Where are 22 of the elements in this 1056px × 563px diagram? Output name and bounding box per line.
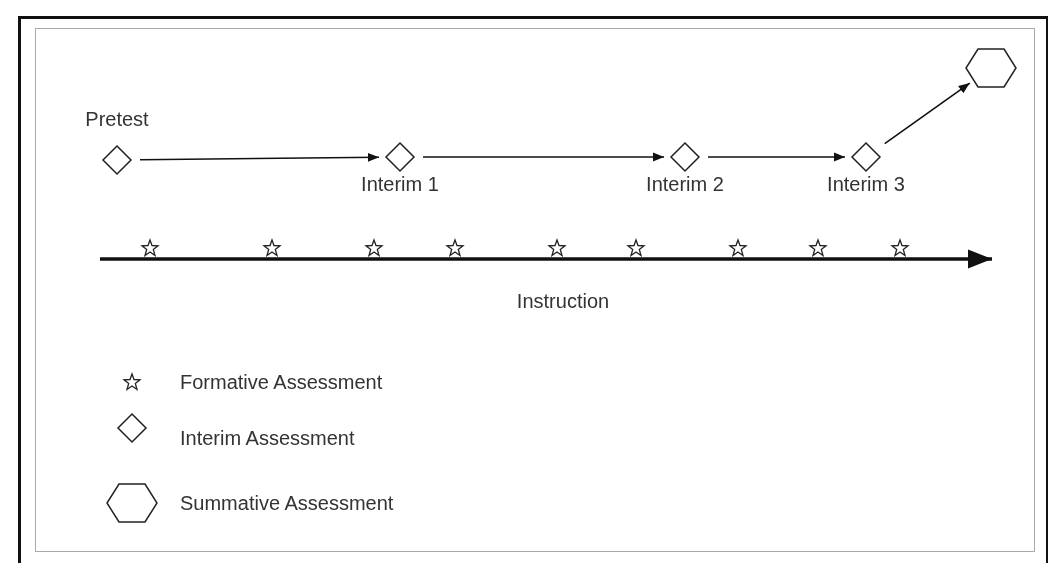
star-icon <box>627 239 645 257</box>
arrow <box>422 152 665 162</box>
axis-label: Instruction <box>515 289 611 313</box>
star-icon <box>446 239 464 257</box>
node-label: Pretest <box>85 107 149 131</box>
node-label: Interim 3 <box>827 172 905 196</box>
node-label: Interim 2 <box>646 172 724 196</box>
node-label: Interim 1 <box>361 172 439 196</box>
legend-label: Formative Assessment <box>180 370 383 394</box>
star-icon <box>729 239 747 257</box>
arrow <box>707 152 846 162</box>
legend-label: Interim Assessment <box>180 426 355 450</box>
star-icon <box>141 239 159 257</box>
legend-label: Summative Assessment <box>180 491 394 515</box>
star-icon <box>548 239 566 257</box>
arrow <box>139 152 380 162</box>
star-icon <box>809 239 827 257</box>
star-icon <box>263 239 281 257</box>
hexagon-shape <box>965 48 1017 88</box>
arrow <box>883 82 971 145</box>
star-icon <box>365 239 383 257</box>
star-icon <box>891 239 909 257</box>
